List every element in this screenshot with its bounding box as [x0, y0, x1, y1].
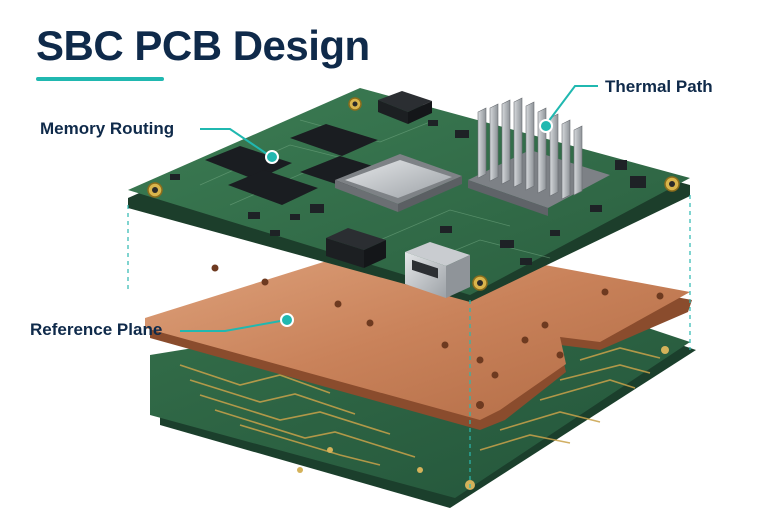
- usb-port-icon: [405, 242, 470, 298]
- page-title: SBC PCB Design: [36, 22, 370, 69]
- callout-thermal-path: Thermal Path: [605, 77, 713, 96]
- alignment-guides: [127, 195, 691, 490]
- callout-memory-routing: Memory Routing: [40, 119, 175, 138]
- bottom-traces: [179, 347, 661, 466]
- callout-leaders: [180, 85, 598, 332]
- inductor-icon: [326, 91, 432, 268]
- memory-chip-icon: [205, 124, 392, 205]
- processor-chip-icon: [335, 154, 462, 212]
- callout-reference-plane: Reference Plane: [30, 320, 163, 339]
- heatsink-icon: [468, 97, 610, 216]
- top-pcb-layer: [128, 88, 690, 302]
- callout-dots: [265, 119, 553, 327]
- copper-reference-plane: [145, 238, 692, 430]
- title-underline: [36, 77, 164, 81]
